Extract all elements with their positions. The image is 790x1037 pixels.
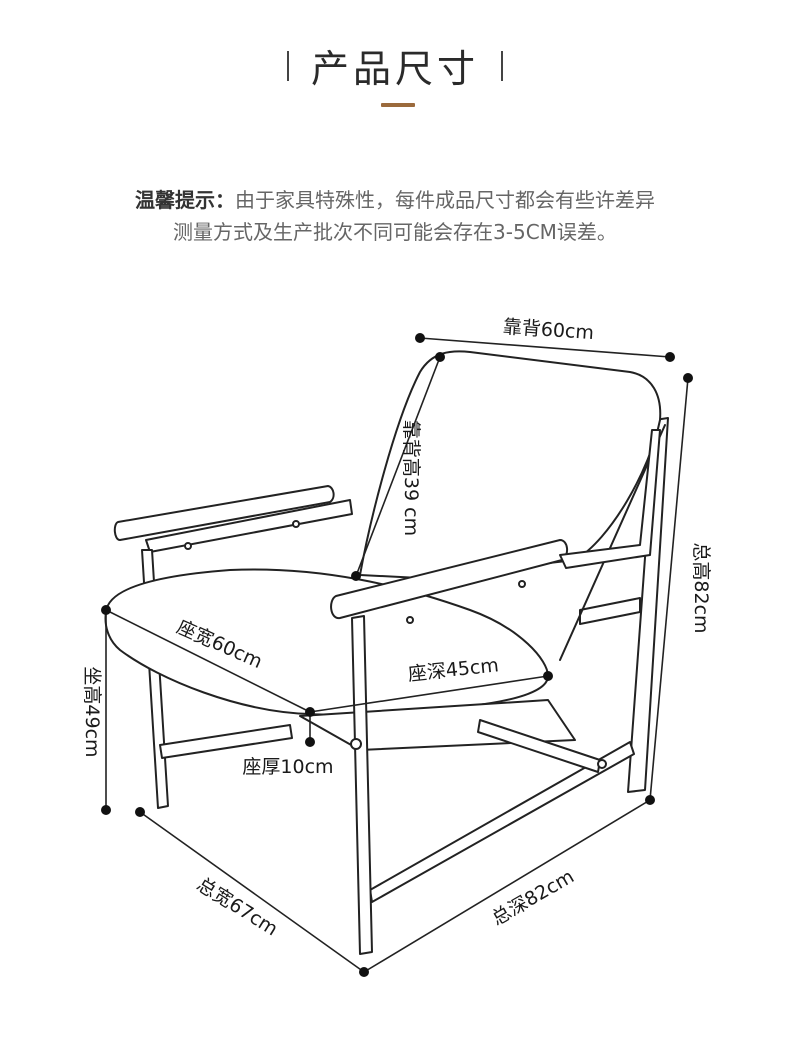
- bolt: [292, 520, 300, 528]
- title-accent-line: [381, 103, 415, 107]
- dim-point: [645, 795, 655, 805]
- bolt: [184, 542, 192, 550]
- bolt: [518, 580, 526, 588]
- title-bar-left: [286, 50, 289, 81]
- label-seat-thickness: 座厚10cm: [242, 756, 333, 778]
- back-width-line: [419, 337, 671, 358]
- bolt: [406, 616, 414, 624]
- dim-point: [305, 707, 315, 717]
- page-title: 产品尺寸: [310, 47, 479, 91]
- notice-line-2: 测量方式及生产批次不同可能会存在3-5CM误差。: [173, 220, 617, 244]
- total-width-line: [139, 811, 365, 973]
- rear-leg-frame: [627, 417, 669, 793]
- dim-point: [101, 605, 111, 615]
- rear-stretcher: [477, 719, 601, 773]
- notice-line-1: 温馨提示：由于家具特殊性，每件成品尺寸都会有些许差异: [0, 184, 790, 213]
- dimension-points: [101, 333, 693, 977]
- dim-point: [305, 737, 315, 747]
- section-header: 产品尺寸: [0, 38, 790, 93]
- seat-cushion: [104, 568, 549, 716]
- back-cushion: [359, 350, 662, 579]
- total-depth-line: [363, 799, 651, 973]
- right-arm-frame: [559, 429, 661, 569]
- total-height-line: [649, 377, 689, 801]
- dim-point: [351, 571, 361, 581]
- label-total-height: 总高82cm: [690, 542, 712, 633]
- right-front-leg: [351, 615, 373, 955]
- dim-point: [665, 352, 675, 362]
- left-stretcher: [159, 724, 293, 759]
- dim-point: [435, 352, 445, 362]
- dim-point: [135, 807, 145, 817]
- seat-depth-line: [309, 675, 549, 713]
- label-back-height: 靠背高39 cm: [400, 420, 422, 536]
- label-total-depth: 总深82cm: [488, 865, 578, 930]
- notice-prefix: 温馨提示：: [135, 188, 235, 212]
- label-seat-height: 坐高49cm: [81, 666, 103, 757]
- chair-drawing: [104, 350, 669, 955]
- title-bar-right: [501, 50, 503, 81]
- label-total-width: 总宽67cm: [193, 873, 282, 940]
- bolt: [350, 738, 362, 750]
- dim-point: [683, 373, 693, 383]
- dim-point: [359, 967, 369, 977]
- back-height-line: [355, 356, 441, 577]
- dim-point: [101, 805, 111, 815]
- dim-point: [543, 671, 553, 681]
- dimension-lines: [105, 337, 689, 973]
- label-back-width: 靠背60cm: [502, 316, 594, 344]
- bolt: [597, 759, 607, 769]
- left-armrest: [113, 485, 335, 541]
- dim-point: [415, 333, 425, 343]
- notice-text-1: 由于家具特殊性，每件成品尺寸都会有些许差异: [235, 188, 655, 212]
- left-arm-support: [145, 499, 353, 553]
- seat-width-line: [105, 609, 311, 713]
- right-side-rail: [579, 597, 641, 625]
